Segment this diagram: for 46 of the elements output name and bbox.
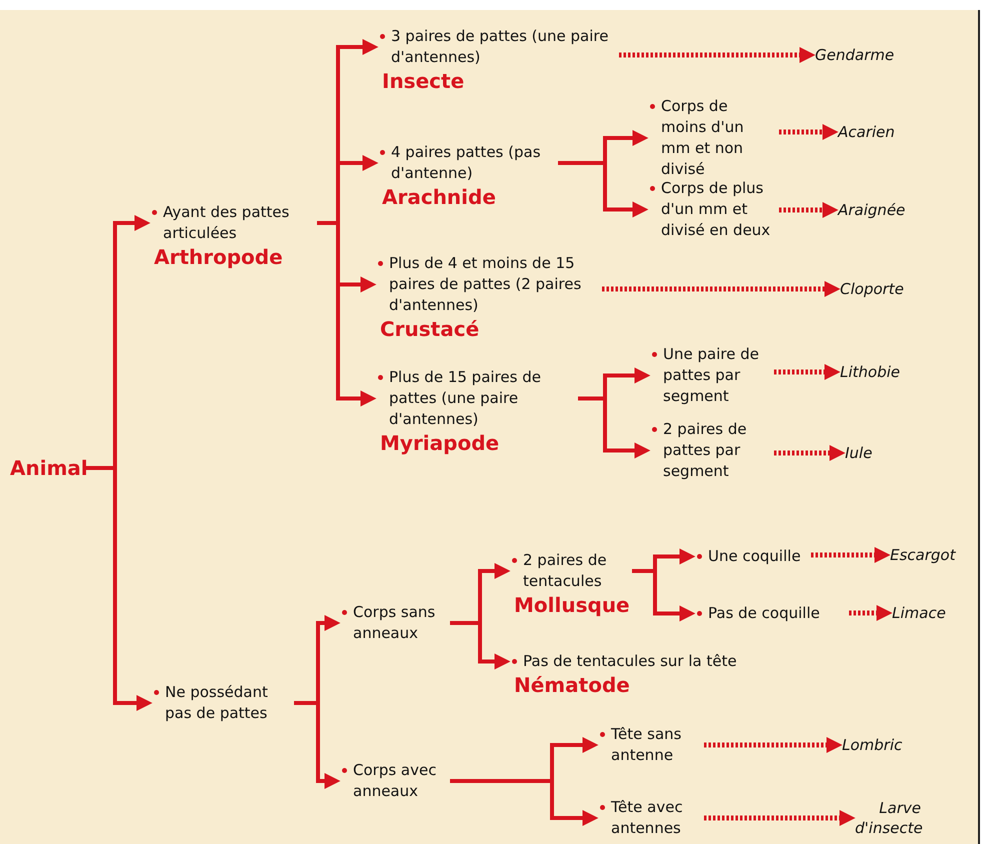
dotted-arrow <box>704 737 842 753</box>
criterion-text: Tête sans antenne <box>611 725 682 764</box>
criterion-text: Pas de coquille <box>708 604 820 622</box>
species-name: Lithobie <box>840 362 902 382</box>
criterion-text: 3 paires de pattes (une paire d'antennes) <box>391 27 608 66</box>
criterion-text: Corps sans anneaux <box>353 603 436 642</box>
species-name: Limace <box>892 603 947 623</box>
species-name: Lombric <box>842 735 904 755</box>
criterion-text: Ayant des pattes articulées <box>163 203 290 242</box>
species-name: Acarien <box>838 122 896 142</box>
criterion-text: Une coquille <box>708 547 801 565</box>
criterion-text: Corps de moins d'un mm et non divisé <box>661 97 744 178</box>
criterion-text: 4 paires pattes (pas d'antenne) <box>391 143 541 182</box>
criterion-text: 2 paires de pattes par segment <box>663 420 747 480</box>
group-name: Arthropode <box>153 244 284 270</box>
species-name: Gendarme <box>815 45 896 65</box>
species-name: Cloporte <box>840 279 905 299</box>
criterion-text: Ne possédant pas de pattes <box>165 683 268 722</box>
dotted-arrow <box>619 47 816 63</box>
dotted-arrow <box>774 445 846 461</box>
group-name: Crustacé <box>379 316 480 342</box>
group-name: Insecte <box>381 68 466 94</box>
dotted-arrow <box>704 810 856 826</box>
criterion-text: Plus de 4 et moins de 15 paires de pattes (2 paires d'antennes) <box>389 254 582 314</box>
branch-arrow <box>84 466 152 711</box>
species-name: Larve d'insecte <box>855 798 921 838</box>
group-name: Arachnide <box>381 184 497 210</box>
dotted-arrow <box>602 281 840 297</box>
criterion-text: Pas de tentacules sur la tête <box>523 652 737 670</box>
dotted-arrow <box>779 202 838 218</box>
criterion-text: 2 paires de tentacules <box>523 551 607 590</box>
species-name: Iule <box>845 443 874 463</box>
dotted-arrow <box>779 124 838 140</box>
criterion-text: Corps de plus d'un mm et divisé en deux <box>661 179 770 239</box>
criterion-text: Une paire de pattes par segment <box>663 345 759 405</box>
criterion-text: Corps avec anneaux <box>353 761 436 800</box>
group-name: Nématode <box>513 672 631 698</box>
criterion-text: Plus de 15 paires de pattes (une paire d'antennes) <box>389 368 541 428</box>
dotted-arrow <box>849 605 892 621</box>
dotted-arrow <box>774 364 840 380</box>
dotted-arrow <box>811 547 890 563</box>
group-name: Myriapode <box>379 430 500 456</box>
criterion-text: Tête avec antennes <box>611 798 683 837</box>
group-name: Mollusque <box>513 592 630 618</box>
species-name: Escargot <box>890 545 957 565</box>
species-name: Araignée <box>838 200 906 220</box>
